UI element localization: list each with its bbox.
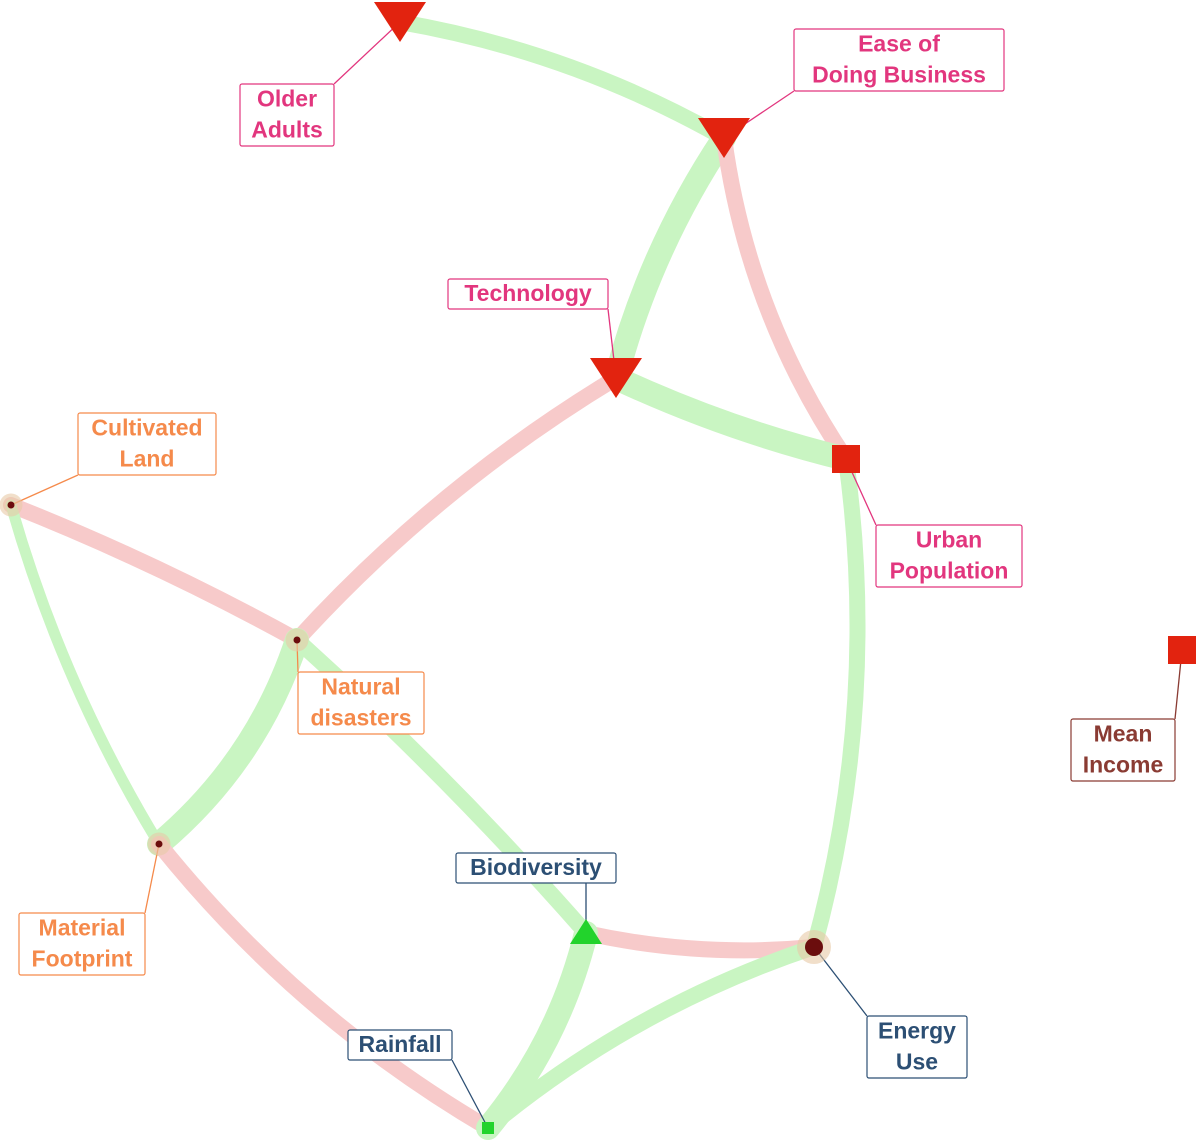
label-box bbox=[239, 83, 335, 147]
node-mean-income[interactable] bbox=[1168, 636, 1196, 664]
label-box bbox=[1070, 718, 1176, 782]
label-text: Technology bbox=[464, 280, 592, 306]
edge-material_footprint-rainfall bbox=[151, 836, 496, 1136]
edge-older_adults-ease_business bbox=[392, 14, 732, 146]
label-text: Income bbox=[1083, 752, 1164, 778]
edge-technology-urban_population bbox=[604, 366, 858, 471]
label-text: Cultivated bbox=[91, 415, 202, 441]
node-cultivated-land[interactable] bbox=[7, 501, 15, 509]
label-ease-business[interactable]: Ease of Doing Business bbox=[793, 28, 1005, 92]
label-text: Ease of bbox=[858, 31, 940, 57]
label-box bbox=[866, 1015, 968, 1079]
label-text: Adults bbox=[251, 117, 323, 143]
label-text: Material bbox=[39, 915, 126, 941]
label-text: Mean bbox=[1094, 721, 1153, 747]
label-box bbox=[297, 671, 425, 735]
node-older-adults[interactable] bbox=[374, 2, 426, 42]
label-box bbox=[793, 28, 1005, 92]
node-urban-population[interactable] bbox=[832, 445, 860, 473]
label-text: Doing Business bbox=[812, 62, 986, 88]
label-text: Older bbox=[257, 86, 317, 112]
node-technology[interactable] bbox=[590, 358, 642, 398]
label-box bbox=[875, 524, 1023, 588]
label-box bbox=[447, 278, 609, 310]
label-text: Land bbox=[120, 446, 175, 472]
label-text: Natural bbox=[321, 674, 400, 700]
edge-cultivated_land-material_footprint bbox=[5, 499, 165, 850]
label-rainfall[interactable]: Rainfall bbox=[347, 1029, 453, 1061]
label-text: Biodiversity bbox=[470, 854, 602, 880]
label-text: Urban bbox=[916, 527, 982, 553]
node-material-footprint[interactable] bbox=[155, 840, 163, 848]
node-ease-business[interactable] bbox=[698, 118, 750, 158]
label-technology[interactable]: Technology bbox=[447, 278, 609, 310]
label-box bbox=[77, 412, 217, 476]
label-natural-disasters[interactable]: Natural disasters bbox=[297, 671, 425, 735]
label-text: Energy bbox=[878, 1018, 956, 1044]
label-text: Footprint bbox=[32, 946, 133, 972]
edge-rainfall-energy_use bbox=[480, 939, 822, 1136]
label-text: disasters bbox=[310, 705, 411, 731]
node-energy-use[interactable] bbox=[805, 938, 823, 956]
label-text: Population bbox=[890, 558, 1009, 584]
leader-material-footprint bbox=[144, 843, 160, 914]
edge-biodiversity-energy_use bbox=[578, 925, 822, 959]
label-text: Rainfall bbox=[358, 1031, 441, 1057]
node-rainfall[interactable] bbox=[482, 1122, 494, 1134]
label-box bbox=[455, 852, 617, 884]
label-biodiversity[interactable]: Biodiversity bbox=[455, 852, 617, 884]
leader-cultivated-land bbox=[10, 474, 79, 506]
leader-older-adults bbox=[333, 21, 401, 85]
edge-natural_disasters-material_footprint bbox=[147, 628, 309, 856]
node-natural-disasters[interactable] bbox=[293, 636, 301, 644]
edge-technology-natural_disasters bbox=[289, 370, 624, 648]
edge-ease_business-urban_population bbox=[716, 130, 854, 467]
label-text: Use bbox=[896, 1049, 938, 1075]
node-biodiversity[interactable] bbox=[570, 919, 602, 944]
label-box bbox=[347, 1029, 453, 1061]
edge-cultivated_land-natural_disasters bbox=[3, 497, 305, 648]
leader-rainfall bbox=[451, 1059, 489, 1129]
edge-urban_population-energy_use bbox=[806, 451, 866, 955]
edge-layer bbox=[3, 14, 866, 1140]
edge-ease_business-technology bbox=[604, 126, 736, 390]
label-box bbox=[18, 912, 146, 976]
